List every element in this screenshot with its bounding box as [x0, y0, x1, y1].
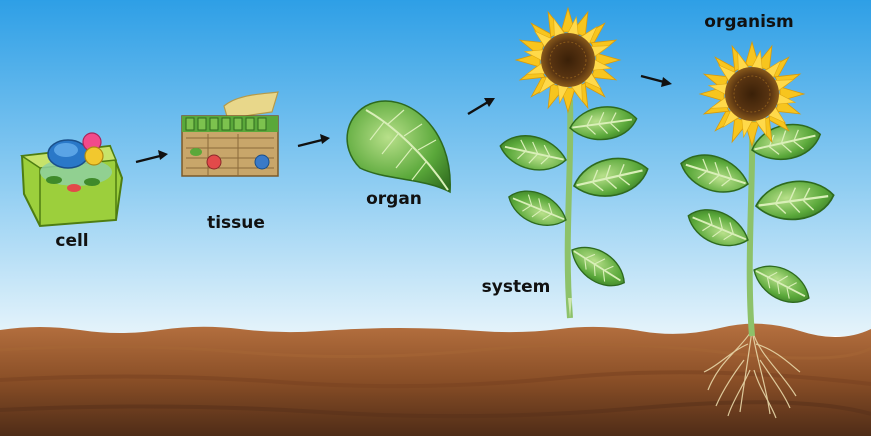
- soil-ground: [0, 323, 871, 436]
- plant-cell-illustration: [19, 132, 124, 228]
- arrow-system-to-organism: [640, 74, 672, 87]
- sunflower-organism-illustration: [675, 40, 838, 419]
- arrow-tissue-to-organ: [297, 134, 330, 148]
- leaf-organ-illustration: [346, 100, 451, 194]
- plant-tissue-illustration: [181, 91, 279, 177]
- label-cell: cell: [55, 231, 89, 251]
- arrow-organ-to-system: [467, 98, 495, 116]
- label-tissue: tissue: [207, 213, 265, 233]
- label-system: system: [481, 277, 551, 297]
- label-organism: organism: [704, 12, 794, 32]
- sunflower-system-illustration: [496, 6, 654, 319]
- arrow-cell-to-tissue: [135, 150, 168, 164]
- label-organ: organ: [366, 189, 422, 209]
